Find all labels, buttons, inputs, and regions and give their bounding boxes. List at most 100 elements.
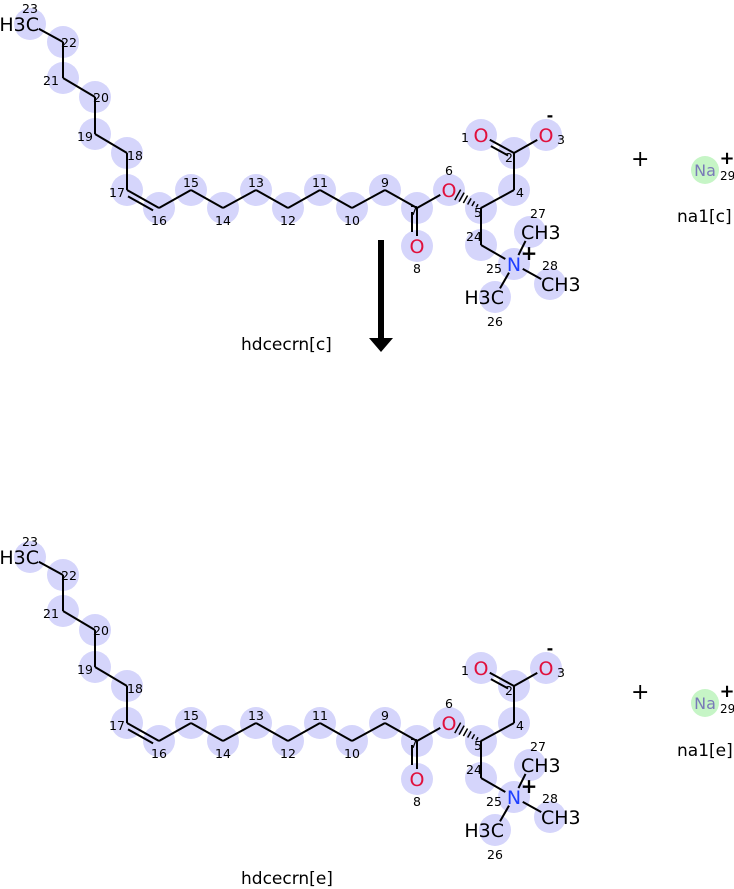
atom-symbol: N (507, 254, 521, 276)
atom-number: 20 (93, 623, 109, 638)
product-label: hdcecrn[e] (241, 869, 333, 889)
atom-number: 18 (127, 681, 143, 696)
atom-number: 28 (542, 791, 558, 806)
molecule-hdcecrn-e: H3C232221201918171615141312111097O8O6542… (0, 534, 581, 862)
bond (513, 672, 538, 687)
bond (287, 722, 321, 742)
atom-number: 8 (413, 794, 421, 809)
charge-label: - (547, 639, 554, 658)
atom-highlight (514, 216, 546, 248)
atom-number: 9 (381, 175, 389, 190)
stereo-hash-bond (471, 733, 476, 740)
atom-highlight (530, 652, 562, 684)
stereo-hash-bond (471, 200, 476, 207)
bond (522, 267, 542, 281)
stereo-hash-bond (458, 192, 465, 202)
atom-number: 17 (109, 185, 125, 200)
ion-charge: + (719, 681, 734, 702)
atom-highlight (433, 707, 465, 739)
atom-symbol: CH3 (521, 755, 561, 777)
atom-number: 4 (516, 185, 524, 200)
bond (38, 560, 64, 576)
bond (489, 671, 515, 687)
atom-number: 1 (461, 130, 469, 145)
atom-symbol: O (442, 713, 457, 735)
atom-symbol: H3C (0, 547, 39, 569)
atom-number: 13 (248, 708, 264, 723)
bond (94, 133, 128, 154)
atom-number: 22 (61, 568, 77, 583)
bond (480, 189, 515, 209)
bond (222, 722, 257, 742)
atom-number: 19 (77, 129, 93, 144)
atom-number: 28 (542, 258, 558, 273)
atom-number: 26 (487, 314, 503, 329)
atom-highlight (401, 763, 433, 795)
atom-number: 27 (530, 206, 546, 221)
atom-number: 10 (344, 213, 360, 228)
bond (319, 722, 353, 742)
bond (517, 773, 527, 789)
atom-number: 22 (61, 35, 77, 50)
atom-highlight (530, 119, 562, 151)
bond (287, 189, 321, 209)
atom-number: 21 (43, 73, 59, 88)
atom-number: 16 (151, 746, 167, 761)
double-bond-line (127, 195, 154, 212)
atom-symbol: O (442, 180, 457, 202)
atom-number: 6 (445, 696, 453, 711)
bond (522, 800, 542, 814)
plus-sign: + (631, 680, 650, 705)
atom-symbol: O (539, 125, 554, 147)
atom-number: 23 (22, 534, 38, 549)
bond (255, 722, 289, 742)
bond (255, 189, 289, 209)
atom-number: 26 (487, 847, 503, 862)
bond (222, 189, 257, 209)
bond (489, 138, 515, 154)
ion-highlight (691, 689, 719, 717)
bond (416, 727, 441, 742)
atom-number: 4 (516, 718, 524, 733)
bond (94, 666, 128, 687)
double-bond-line (490, 145, 509, 157)
atom-number: 25 (486, 794, 502, 809)
double-bond-line (127, 728, 154, 745)
atom-number: 2 (505, 683, 513, 698)
bond (480, 722, 515, 742)
atom-highlight (534, 801, 566, 833)
atom-number: 12 (280, 213, 296, 228)
bond (384, 722, 418, 742)
atom-symbol: CH3 (541, 274, 581, 296)
atom-number: 3 (557, 665, 565, 680)
bond (190, 722, 224, 742)
ion-charge: + (719, 148, 734, 169)
atom-highlight (401, 230, 433, 262)
atom-number: 8 (413, 261, 421, 276)
atom-number: 6 (445, 163, 453, 178)
stereo-hash-bond (466, 198, 472, 205)
bond (62, 77, 96, 98)
atom-number: 5 (474, 738, 482, 753)
molecule-hdcecrn-c: H3C232221201918171615141312111097O8O6542… (0, 1, 581, 329)
bond (62, 610, 96, 631)
ion-atom-number: 29 (720, 702, 734, 716)
bond (351, 722, 386, 742)
atom-symbol: O (410, 236, 425, 258)
atom-symbol: H3C (464, 820, 504, 842)
charge-label: + (521, 774, 538, 798)
atom-highlight (479, 281, 511, 313)
atom-number: 2 (505, 150, 513, 165)
atom-number: 24 (466, 229, 482, 244)
atom-highlight (14, 541, 46, 573)
stereo-hash-bond (458, 725, 465, 735)
atom-symbol: H3C (464, 287, 504, 309)
atom-highlight (433, 174, 465, 206)
atom-symbol: O (474, 658, 489, 680)
stereo-hash-bond (462, 728, 469, 737)
double-bond-line (490, 678, 509, 690)
ion-symbol: Na (694, 161, 716, 180)
stereo-hash-bond (462, 195, 469, 204)
ion-highlight (691, 156, 719, 184)
